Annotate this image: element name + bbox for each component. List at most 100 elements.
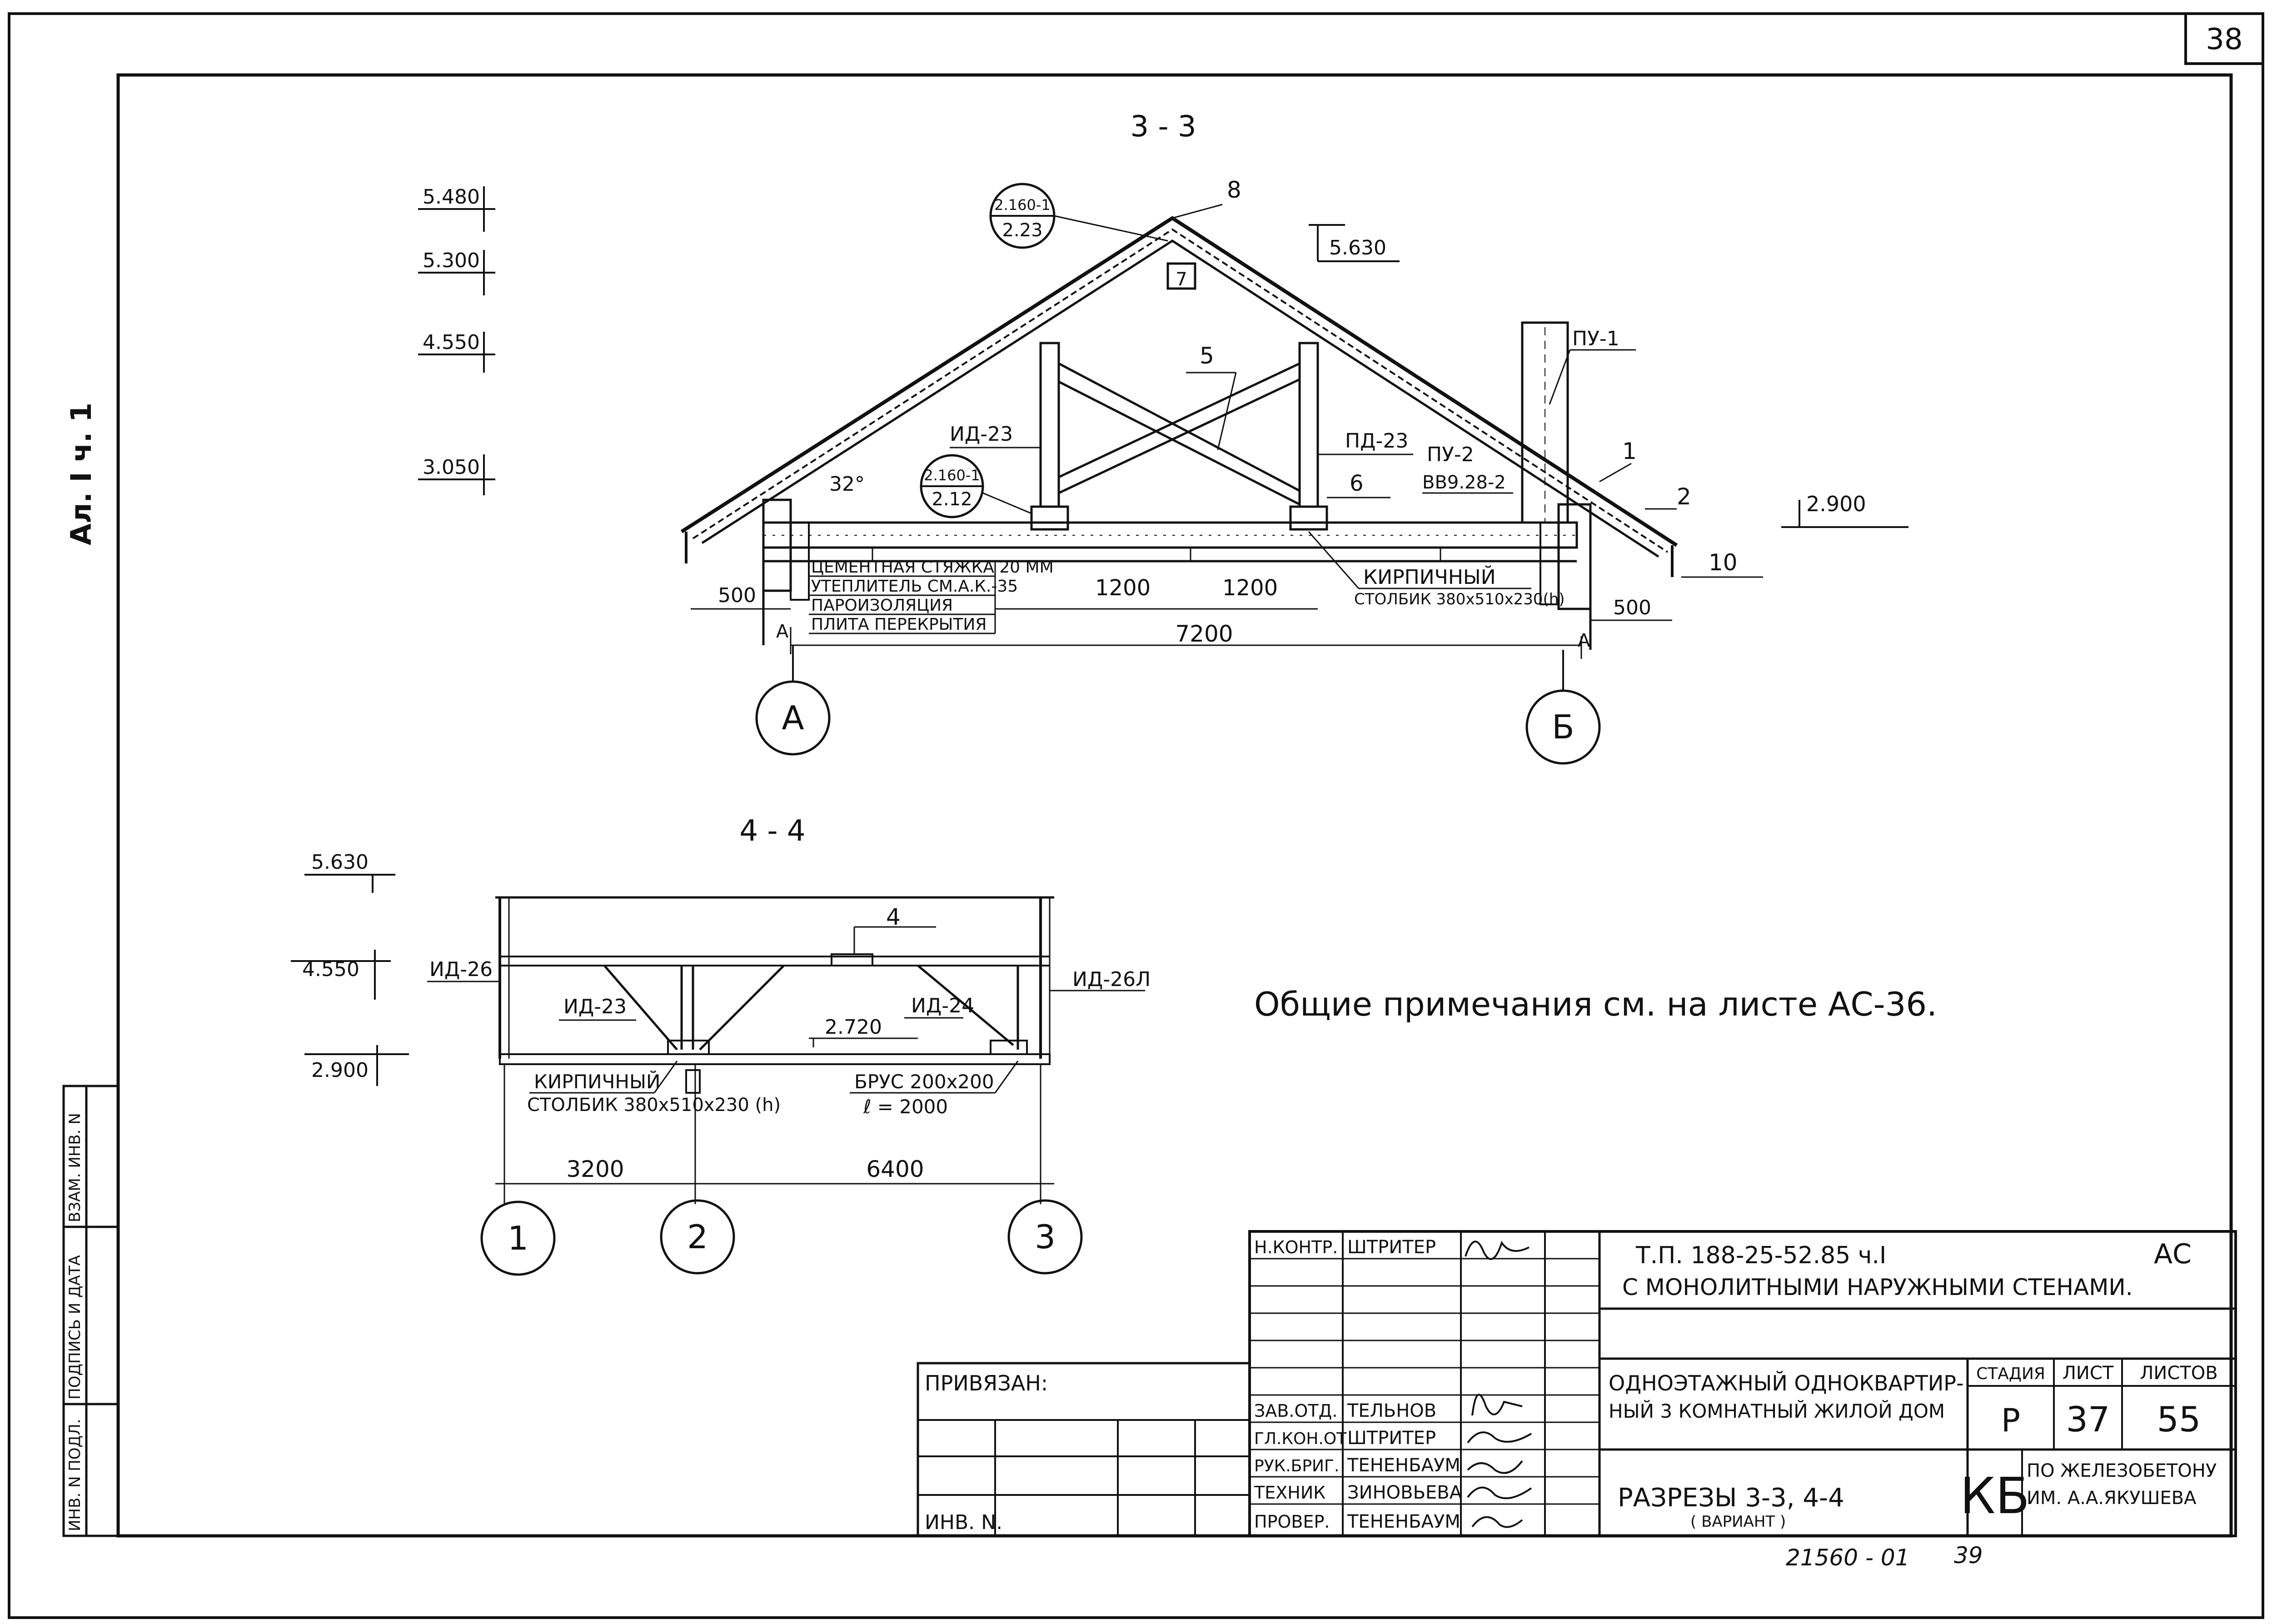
brick-column-label: КИРПИЧНЫЙ СТОЛБИК 380x510x230(h): [1308, 531, 1565, 608]
sheets-value: 55: [2157, 1399, 2201, 1440]
right-callouts: 1 2 10 2.900: [1599, 438, 1908, 578]
axis-a-label: А: [782, 699, 804, 737]
svg-text:2.160-1: 2.160-1: [924, 467, 980, 484]
roof: 7 8: [680, 177, 1678, 577]
level-3050: 3.050: [423, 456, 480, 479]
svg-text:ПЛИТА ПЕРЕКРЫТИЯ: ПЛИТА ПЕРЕКРЫТИЯ: [811, 615, 987, 634]
level-5480: 5.480: [423, 185, 480, 209]
roof-angle: 32°: [829, 473, 865, 496]
svg-text:РУК.БРИГ.: РУК.БРИГ.: [1254, 1457, 1339, 1475]
svg-text:500: 500: [1613, 596, 1651, 619]
level-marks-left: 5.480 5.300 4.550 3.050: [418, 185, 495, 495]
struts: 5 ИД-23 ПД-23 6: [950, 342, 1413, 531]
svg-text:ПРОВЕР.: ПРОВЕР.: [1254, 1512, 1330, 1532]
object-name-1: ОДНОЭТАЖНЫЙ ОДНОКВАРТИР-: [1609, 1371, 1964, 1395]
svg-text:ЗИНОВЬЕВА: ЗИНОВЬЕВА: [1347, 1482, 1462, 1503]
chimney: ПУ-1 ПУ-2 ВВ9.28-2: [1422, 321, 1636, 524]
svg-text:7200: 7200: [1175, 621, 1233, 647]
svg-text:ИД-26Л: ИД-26Л: [1072, 968, 1151, 991]
inv-label: ИНВ. N.: [925, 1511, 1002, 1534]
frame-4-4: 4: [495, 896, 1054, 1065]
title-block: ПРИВЯЗАН: ИНВ. N. Н.КОНТР. ШТРИТЕР ЗАВ.О…: [917, 1230, 2237, 1537]
org-code: КБ: [1960, 1467, 2030, 1525]
drawing-frame: [116, 73, 2233, 1538]
svg-text:ТЕХНИК: ТЕХНИК: [1254, 1483, 1325, 1503]
axis-2-label: 2: [687, 1218, 708, 1256]
svg-text:ШТРИТЕР: ШТРИТЕР: [1347, 1428, 1436, 1449]
svg-text:5.630: 5.630: [1329, 236, 1386, 259]
labels-4-4: ИД-26 ИД-26Л ИД-23 ИД-24 2.720 КИРПИЧНЫЙ…: [427, 958, 1151, 1118]
svg-text:1: 1: [1622, 438, 1637, 464]
svg-text:2.23: 2.23: [1002, 220, 1042, 241]
stage-value: Р: [2001, 1402, 2020, 1439]
callout-6: 6: [1350, 471, 1364, 496]
label-pd23: ПД-23: [1345, 429, 1408, 453]
left-wall: [762, 498, 810, 645]
svg-text:ТЕНЕНБАУМ: ТЕНЕНБАУМ: [1347, 1455, 1460, 1476]
axes-4-4: 1 2 3: [480, 1199, 1083, 1276]
drawing-subtitle: ( ВАРИАНТ ): [1690, 1513, 1786, 1531]
org-line-1: ПО ЖЕЛЕЗОБЕТОНУ: [2027, 1460, 2217, 1481]
outer-border: [8, 12, 2264, 1619]
svg-text:2.720: 2.720: [825, 1016, 882, 1039]
svg-text:2.900: 2.900: [311, 1059, 369, 1082]
level-marks-4-4: 5.630 4.550 2.900: [291, 851, 409, 1086]
stamp-page: 39: [1954, 1542, 1983, 1569]
svg-text:ЗАВ.ОТД.: ЗАВ.ОТД.: [1254, 1401, 1337, 1421]
node-ref-2-23: 2.160-1 2.23: [989, 183, 1168, 249]
section-3-3-title: 3 - 3: [1130, 110, 1196, 144]
svg-text:2.160-1: 2.160-1: [994, 196, 1051, 214]
floor-slab: [762, 521, 1578, 563]
axis-b-offset: А: [1578, 630, 1590, 651]
margin-vzam: ВЗАМ. ИНВ. N: [66, 1113, 84, 1222]
svg-text:1200: 1200: [1222, 575, 1278, 601]
svg-text:БРУС 200x200: БРУС 200x200: [854, 1071, 994, 1093]
svg-text:4.550: 4.550: [302, 958, 359, 981]
label-pu1: ПУ-1: [1572, 327, 1619, 350]
axis-3-bubble: [1007, 1199, 1083, 1275]
right-wall: [1540, 503, 1592, 650]
callout-5: 5: [1200, 343, 1214, 369]
axis-b-bubble: [1525, 689, 1601, 765]
svg-text:ЛИСТ: ЛИСТ: [2063, 1363, 2114, 1384]
margin-podpis: ПОДПИСЬ И ДАТА: [66, 1255, 84, 1400]
svg-text:3200: 3200: [566, 1156, 624, 1182]
svg-text:ℓ = 2000: ℓ = 2000: [863, 1096, 948, 1118]
svg-text:1200: 1200: [1095, 575, 1151, 601]
label-bb: ВВ9.28-2: [1422, 472, 1506, 493]
svg-text:ЛИСТОВ: ЛИСТОВ: [2140, 1363, 2217, 1384]
svg-text:ГЛ.КОН.ОТ: ГЛ.КОН.ОТ: [1254, 1430, 1347, 1448]
svg-text:ШТРИТЕР: ШТРИТЕР: [1347, 1237, 1436, 1258]
section-4-4-title: 4 - 4: [739, 814, 805, 848]
axis-a-bubble: [755, 680, 831, 756]
svg-text:СТОЛБИК 380x510x230 (h): СТОЛБИК 380x510x230 (h): [527, 1095, 781, 1116]
dimensions-3-3: 500 1200 1200 7200 500 А А: [691, 575, 1672, 659]
svg-text:УТЕПЛИТЕЛЬ СМ.А.К.-35: УТЕПЛИТЕЛЬ СМ.А.К.-35: [811, 577, 1018, 596]
mark: АС: [2154, 1238, 2192, 1270]
page-number-box: [2184, 12, 2264, 65]
callout-4: 4: [886, 904, 901, 930]
svg-text:2: 2: [1677, 483, 1691, 510]
margin-stamp: ИНВ. N ПОДЛ. ПОДПИСЬ И ДАТА ВЗАМ. ИНВ. N: [62, 1085, 120, 1537]
label-id23: ИД-23: [950, 423, 1013, 446]
page-number: 38: [2206, 23, 2242, 56]
axis-1-label: 1: [508, 1219, 528, 1257]
level-4550: 4.550: [423, 331, 480, 354]
general-note: Общие примечания см. на листе АС-36.: [1254, 985, 1937, 1023]
svg-text:ТЕНЕНБАУМ: ТЕНЕНБАУМ: [1347, 1511, 1460, 1532]
node-ref-2-12: 2.160-1 2.12: [920, 454, 1032, 518]
svg-text:5.630: 5.630: [311, 851, 369, 874]
svg-text:Н.КОНТР.: Н.КОНТР.: [1254, 1237, 1338, 1257]
dimensions-4-4: 3200 6400: [495, 1063, 1054, 1204]
axis-1-bubble: [480, 1201, 556, 1276]
project-code: Т.П. 188-25-52.85 ч.I: [1635, 1242, 1886, 1269]
svg-text:КИРПИЧНЫЙ: КИРПИЧНЫЙ: [534, 1070, 660, 1093]
svg-text:6400: 6400: [866, 1156, 924, 1182]
svg-text:ИД-24: ИД-24: [911, 994, 974, 1017]
svg-text:КИРПИЧНЫЙ: КИРПИЧНЫЙ: [1363, 565, 1496, 589]
svg-text:2.12: 2.12: [932, 489, 972, 510]
album-label: Ал. I ч. 1: [65, 403, 98, 545]
section-4-4: 4 - 4 5.630 4.550 2.900: [291, 814, 1151, 1276]
privyazan-label: ПРИВЯЗАН:: [925, 1371, 1048, 1395]
